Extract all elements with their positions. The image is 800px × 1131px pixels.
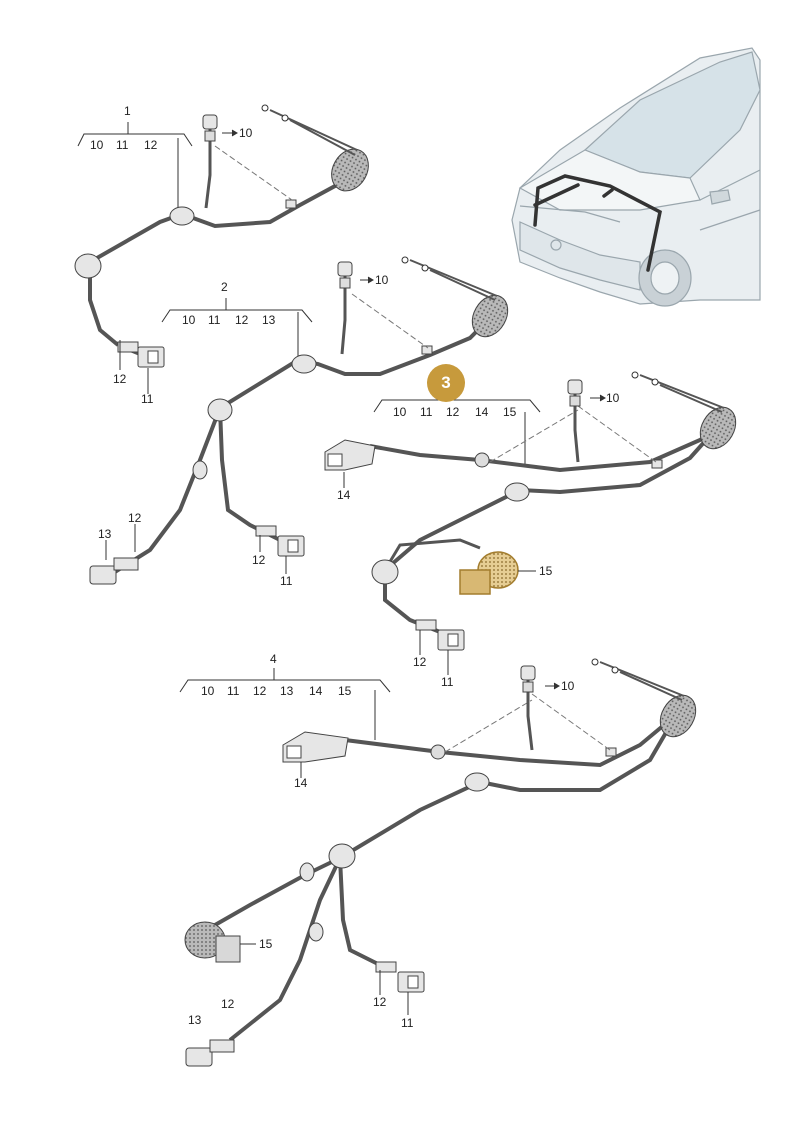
- g1-callout-10: 10: [239, 126, 253, 140]
- g4-callout-12a: 12: [221, 997, 235, 1011]
- group-2-part-10: 10: [182, 313, 196, 327]
- callout-leaders: [105, 129, 606, 1015]
- g3-callout-11: 11: [441, 675, 454, 689]
- group-3-part-15: 15: [503, 405, 517, 419]
- g2-callout-11: 11: [280, 574, 293, 588]
- g4-callout-15: 15: [259, 937, 273, 951]
- group-brackets: [77, 122, 541, 693]
- group-4-part-15: 15: [338, 684, 352, 698]
- group-4-part-10: 10: [201, 684, 215, 698]
- g4-callout-10: 10: [561, 679, 575, 693]
- g4-callout-11: 11: [401, 1016, 414, 1030]
- g1-callout-12: 12: [113, 372, 127, 386]
- group-3-part-12: 12: [446, 405, 460, 419]
- g4-callout-14: 14: [294, 776, 308, 790]
- g2-callout-12b: 12: [252, 553, 266, 567]
- group-2-part-13: 13: [262, 313, 276, 327]
- group-2-number: 2: [221, 280, 228, 294]
- highlight-badge: 3: [427, 364, 465, 402]
- group-3-harness: [324, 371, 737, 651]
- group-4-part-11: 11: [227, 684, 240, 698]
- group-3-part-14: 14: [475, 405, 489, 419]
- group-4-part-13: 13: [280, 684, 294, 698]
- g4-callout-13: 13: [188, 1013, 202, 1027]
- g2-callout-10: 10: [375, 273, 389, 287]
- group-4-part-14: 14: [309, 684, 323, 698]
- group-2-part-12: 12: [235, 313, 249, 327]
- g3-callout-10: 10: [606, 391, 620, 405]
- group-4-harness: [184, 658, 697, 1067]
- group-2-part-11: 11: [208, 313, 221, 327]
- group-1-part-11: 11: [116, 138, 129, 152]
- group-3-part-11: 11: [420, 405, 433, 419]
- g3-callout-14: 14: [337, 488, 351, 502]
- g2-callout-13: 13: [98, 527, 112, 541]
- g3-callout-15: 15: [539, 564, 553, 578]
- group-1-part-10: 10: [90, 138, 104, 152]
- group-2-harness: [89, 256, 509, 585]
- group-4-part-12: 12: [253, 684, 267, 698]
- group-1-number: 1: [124, 104, 131, 118]
- g2-callout-12a: 12: [128, 511, 142, 525]
- car-harness-highlight: [533, 174, 662, 272]
- car-illustration-icon: [511, 47, 761, 307]
- g1-callout-11: 11: [141, 392, 154, 406]
- group-3-part-10: 10: [393, 405, 407, 419]
- g4-callout-12b: 12: [373, 995, 387, 1009]
- group-4-number: 4: [270, 652, 277, 666]
- group-1-part-12: 12: [144, 138, 158, 152]
- group-1-harness: [74, 104, 369, 368]
- g3-callout-12: 12: [413, 655, 427, 669]
